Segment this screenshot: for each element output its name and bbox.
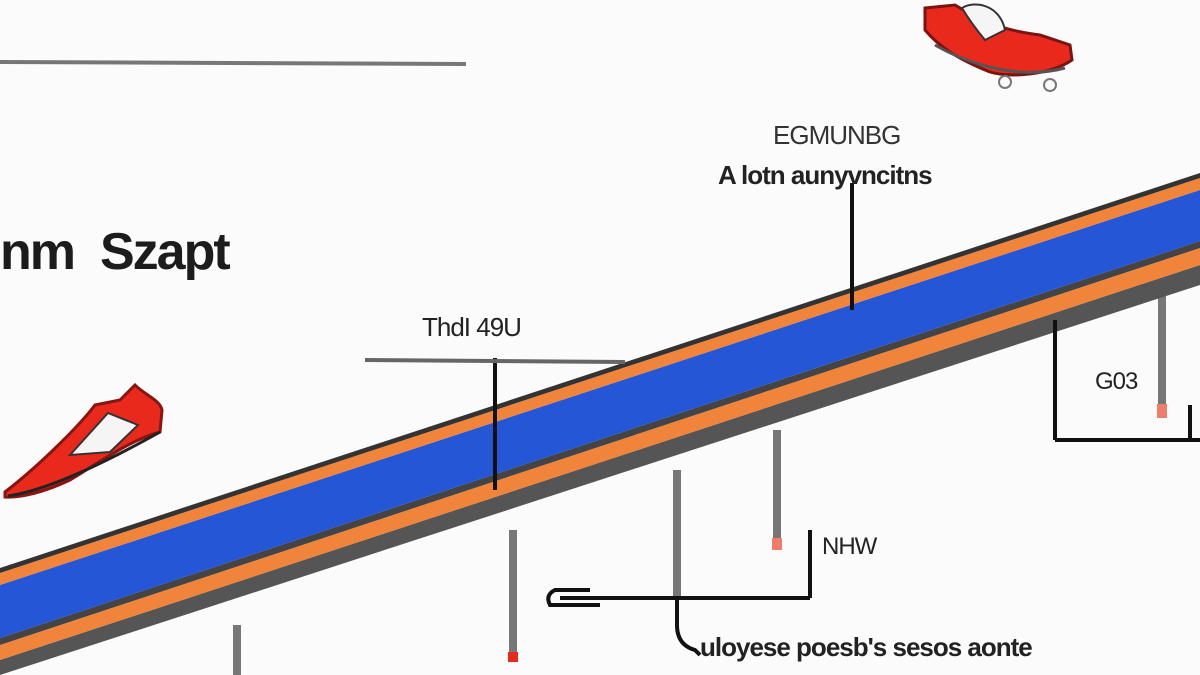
- ramp-bottom-edge: [0, 241, 1200, 645]
- leader-lines: [493, 183, 1200, 657]
- top-label-2: A lotn aunyvncitns: [718, 160, 933, 190]
- ramp-bottom-stripe: [0, 248, 1200, 660]
- shoe-icon-top-right-wheel: [1043, 78, 1057, 92]
- ramp-top-stripe: [0, 178, 1200, 585]
- top-label-1: EGMUNBG: [773, 120, 901, 150]
- heading-left: nm: [0, 223, 76, 281]
- right-label: G03: [1095, 368, 1138, 395]
- support-posts: [233, 280, 1166, 675]
- shoe-icon-left-lining: [67, 411, 140, 457]
- ramp-top-edge: [0, 173, 1200, 573]
- lower-label: NHW: [822, 533, 877, 560]
- ramp-belt: [0, 190, 1200, 638]
- shoe-icon-top-right-sole: [934, 43, 1066, 74]
- post-red-cap: [1157, 404, 1167, 418]
- top-divider-line: [0, 60, 467, 66]
- shoe-icon-left: [3, 382, 164, 499]
- shoe-icon-left-sole: [7, 430, 161, 498]
- leader-line: [546, 588, 600, 607]
- ramp-underside-rail: [0, 265, 1200, 675]
- label-underline: [364, 358, 626, 364]
- leader-line: [675, 600, 702, 657]
- heading-right: Szapt: [100, 223, 231, 281]
- shoe-icon-top-right-cuff: [960, 3, 1007, 42]
- post-red-cap: [508, 652, 518, 662]
- shoe-icon-top-right-wheel: [998, 75, 1012, 89]
- post-red-cap: [772, 538, 782, 550]
- bottom-caption: uloyese poesb's sesos aonte: [700, 632, 1033, 662]
- mid-label: ThdI 49U: [422, 312, 522, 342]
- shoe-icon-top-right: [923, 3, 1074, 92]
